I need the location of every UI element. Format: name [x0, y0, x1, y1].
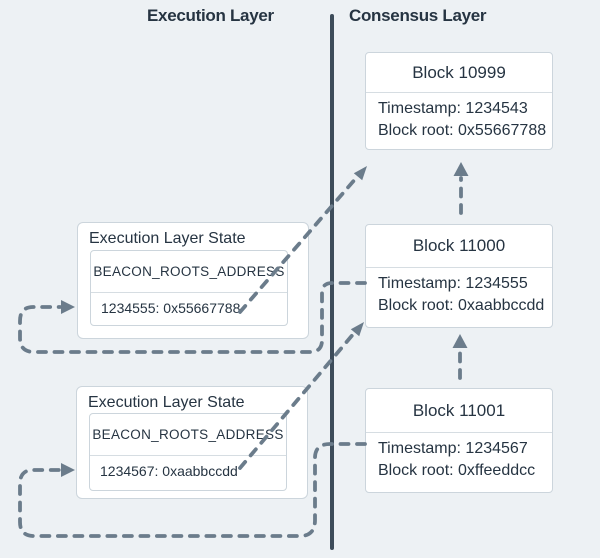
execution-state-box-1: Execution Layer State BEACON_ROOTS_ADDRE… — [77, 222, 309, 339]
consensus-layer-header: Consensus Layer — [349, 6, 487, 25]
block-timestamp: Timestamp: 1234543 — [378, 100, 528, 117]
block-title: Block 11001 — [366, 389, 552, 433]
execution-layer-header: Execution Layer — [147, 6, 274, 25]
block-root: Block root: 0x55667788 — [378, 122, 547, 139]
consensus-block-11001: Block 11001 Timestamp: 1234567 Block roo… — [365, 388, 553, 493]
block-body: Timestamp: 1234567 Block root: 0xffeeddc… — [366, 433, 552, 482]
block-root: Block root: 0xffeeddcc — [378, 462, 536, 479]
state-box-title: Execution Layer State — [89, 230, 246, 247]
beacon-roots-contract-box: BEACON_ROOTS_ADDRESS 1234555: 0x55667788 — [90, 250, 288, 326]
beacon-roots-address-label: BEACON_ROOTS_ADDRESS — [90, 414, 286, 456]
timestamp-root-mapping: 1234555: 0x55667788 — [101, 300, 241, 316]
beacon-roots-address-label: BEACON_ROOTS_ADDRESS — [91, 251, 287, 293]
arrow-block-11000-to-parent — [453, 162, 469, 215]
timestamp-root-mapping: 1234567: 0xaabbccdd — [100, 463, 238, 479]
block-body: Timestamp: 1234555 Block root: 0xaabbccd… — [366, 268, 552, 317]
layer-divider-line — [330, 14, 334, 550]
execution-state-box-2: Execution Layer State BEACON_ROOTS_ADDRE… — [76, 386, 308, 499]
block-timestamp: Timestamp: 1234555 — [378, 275, 528, 292]
block-title: Block 11000 — [366, 225, 552, 268]
consensus-block-10999: Block 10999 Timestamp: 1234543 Block roo… — [365, 52, 553, 150]
block-timestamp: Timestamp: 1234567 — [378, 440, 528, 457]
arrow-block-11001-to-parent — [452, 334, 468, 380]
block-root: Block root: 0xaabbccdd — [378, 297, 545, 314]
state-box-title: Execution Layer State — [88, 394, 245, 411]
consensus-block-11000: Block 11000 Timestamp: 1234555 Block roo… — [365, 224, 553, 328]
block-title: Block 10999 — [366, 53, 552, 93]
beacon-roots-contract-box: BEACON_ROOTS_ADDRESS 1234567: 0xaabbccdd — [89, 413, 287, 491]
block-body: Timestamp: 1234543 Block root: 0x5566778… — [366, 93, 552, 142]
